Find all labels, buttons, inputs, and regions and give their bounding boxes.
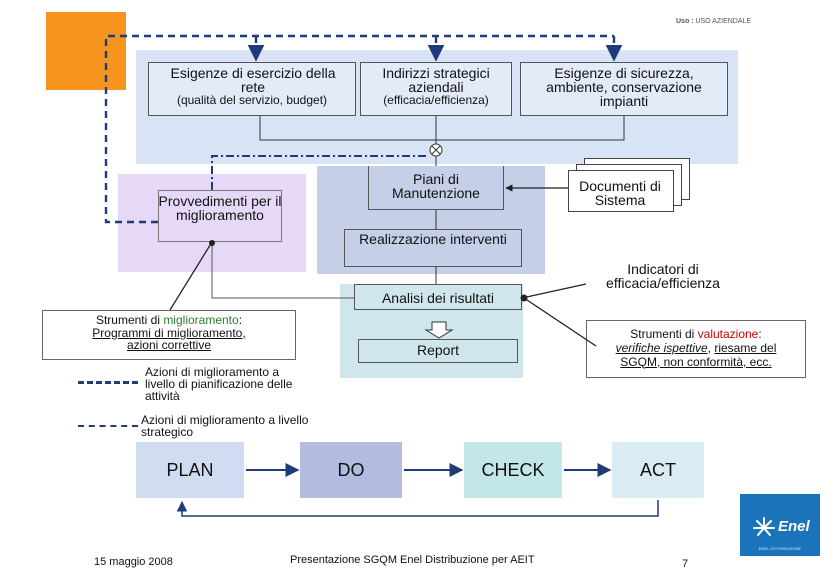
strumenti-valutazione-box	[586, 320, 806, 378]
strumenti-miglioramento-line2: Programmi di miglioramento,	[92, 325, 246, 340]
strumenti-valutazione-line3: SGQM, non conformità, ecc.	[620, 354, 772, 369]
logo-block	[46, 12, 126, 90]
strumenti-miglioramento-line3: azioni correttive	[126, 338, 212, 353]
strumenti-miglioramento-text: Strumenti di miglioramento: Programmi di…	[44, 314, 294, 352]
enel-wordmark: Enel	[778, 518, 810, 535]
plan-box	[136, 442, 244, 498]
piani-label: Piani di Manutenzione	[392, 171, 480, 201]
provvedimenti-connector-dot	[209, 240, 215, 246]
documenti-page-front	[568, 170, 674, 212]
check-label: CHECK	[481, 460, 545, 480]
do-label: DO	[337, 460, 365, 480]
act-label: ACT	[640, 460, 676, 480]
realizzazione-label: Realizzazione interventi	[359, 231, 507, 247]
footer-title: Presentazione SGQM Enel Distribuzione pe…	[290, 554, 535, 566]
esigenze-sicurezza-title: Esigenze di sicurezza, ambiente, conserv…	[546, 65, 702, 109]
enel-subtitle: ENEL DISTRIBUZIONE	[758, 546, 802, 551]
check-box	[464, 442, 562, 498]
provvedimenti-box	[158, 190, 282, 242]
strumenti-miglioramento-prefix: Strumenti di	[95, 313, 164, 327]
legend-dashed-label: Azioni di miglioramento a livello strate…	[141, 413, 309, 439]
valutazione-to-analisi-line	[523, 297, 597, 347]
indicatori-to-analisi-line	[521, 283, 587, 299]
piani-box	[368, 166, 504, 210]
esigenze-esercizio-title: Esigenze di esercizio della rete	[170, 65, 336, 95]
planning-dashdot-line	[211, 155, 428, 190]
report-label: Report	[416, 342, 460, 358]
strumenti-valutazione-item2: riesame del	[714, 340, 777, 355]
indirizzi-box	[360, 62, 512, 116]
do-box	[300, 442, 402, 498]
merge-lines	[259, 116, 625, 144]
plan-label: PLAN	[166, 460, 214, 480]
realizzazione-box	[344, 229, 522, 267]
legend-dashdot-line	[78, 381, 138, 384]
indirizzi-sub: (efficacia/efficienza)	[383, 93, 489, 107]
usage-value: USO AZIENDALE	[695, 18, 752, 25]
summing-junction	[429, 143, 443, 166]
legend-dashdot-label: Azioni di miglioramento a livello di pia…	[145, 365, 293, 403]
documenti-label: Documenti di Sistema	[579, 178, 661, 208]
strumenti-miglioramento-keyword: miglioramento	[163, 313, 239, 327]
usage-prefix: Uso :	[676, 18, 694, 25]
indirizzi-title: Indirizzi strategici aziendali	[382, 65, 490, 95]
strumenti-miglioramento-box	[42, 310, 296, 360]
legend-dashed-line	[78, 425, 138, 427]
analisi-to-provvedimenti-line	[211, 242, 354, 299]
strumenti-valutazione-suffix: :	[758, 327, 762, 341]
strumenti-valutazione-text: Strumenti di valutazione: verifiche ispe…	[588, 327, 804, 369]
strategic-dashed-loop	[104, 34, 623, 224]
indicatori-label: Indicatori di efficacia/efficienza	[606, 261, 720, 291]
act-to-plan-return-arrow	[176, 500, 659, 517]
esigenze-sicurezza-box	[520, 62, 728, 116]
strumenti-miglioramento-suffix: :	[238, 313, 243, 327]
analisi-connector-dot	[520, 294, 528, 302]
footer-page-number: 7	[682, 558, 689, 570]
strumenti-valutazione-sep1: ,	[707, 340, 715, 355]
esigenze-esercizio-sub: (qualità del servizio, budget)	[176, 93, 328, 107]
act-box	[612, 442, 704, 498]
enel-logo: Enel ENEL DISTRIBUZIONE	[740, 494, 820, 556]
strumenti-valutazione-keyword: valutazione	[697, 327, 759, 341]
report-box	[358, 339, 518, 363]
provvedimenti-to-strumenti-line	[169, 241, 213, 311]
footer-date: 15 maggio 2008	[94, 556, 173, 568]
usage-header: Uso : USO AZIENDALE	[676, 18, 751, 25]
analisi-label: Analisi dei risultati	[381, 290, 495, 306]
enel-sun-icon	[753, 517, 775, 536]
strumenti-valutazione-item1: verifiche ispettive	[615, 340, 708, 355]
strumenti-valutazione-prefix: Strumenti di	[630, 327, 698, 341]
analisi-to-report-arrow	[424, 321, 454, 339]
provvedimenti-label: Provvedimenti per il miglioramento	[158, 193, 282, 223]
esigenze-esercizio-box	[148, 62, 356, 116]
